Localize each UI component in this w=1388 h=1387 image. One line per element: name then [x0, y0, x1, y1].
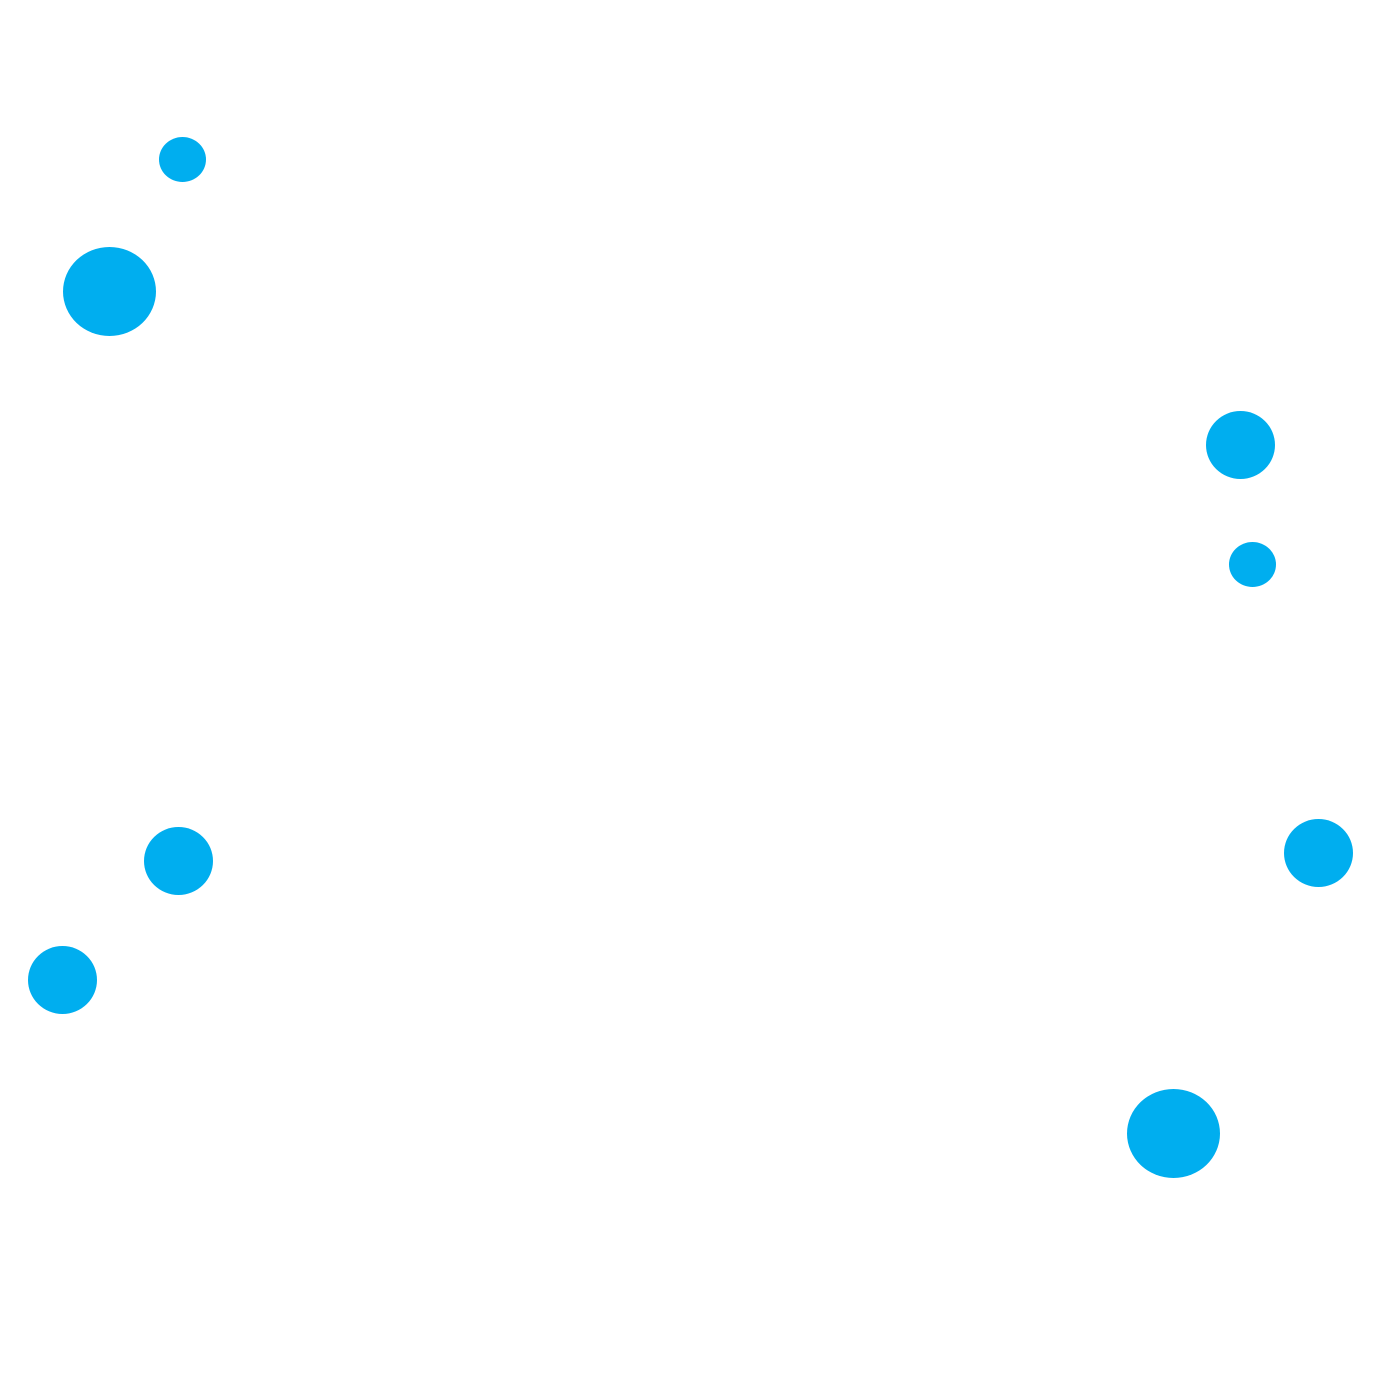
dot-large-top-left: [63, 247, 156, 336]
dot-medium-right-upper: [1206, 411, 1275, 479]
dot-large-bottom-right: [1127, 1089, 1220, 1178]
dot-small-right-upper: [1229, 542, 1276, 587]
dot-medium-left-lower: [144, 827, 213, 895]
dot-medium-bottom-left: [28, 946, 97, 1014]
dot-small-top-left: [159, 137, 206, 182]
dot-medium-right-lower: [1284, 819, 1353, 887]
